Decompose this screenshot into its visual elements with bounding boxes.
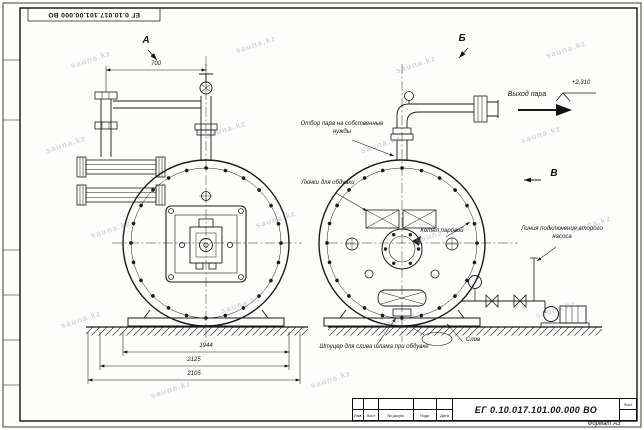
valve (513, 294, 527, 308)
blow-hatches-label: Лючки для обдувки (301, 180, 355, 186)
dimension-overall-width: 2105 (187, 371, 201, 377)
steam-piping-rear (390, 91, 499, 160)
tb-col-podp: Подп. (414, 399, 437, 420)
format-label: Формат А3 (587, 421, 621, 427)
tb-label-data: Дата (440, 412, 449, 418)
tb-sheet-cell: Лист (620, 399, 636, 420)
blow-hatch-panels (365, 209, 437, 229)
boiler-label: Котёл паровой (420, 228, 464, 234)
boiler-base-front (127, 309, 285, 327)
tb-col-izm: Изм. (353, 399, 364, 420)
valve (485, 294, 499, 308)
vent-valve (404, 91, 414, 101)
leader-lines (147, 47, 596, 347)
sludge-fitting-label: Штуцер для слива шлама при обдувке (319, 344, 429, 350)
dimension-top-width: 700 (150, 61, 161, 67)
second-pump-branch (530, 257, 538, 301)
boiler-rear-view (318, 64, 602, 346)
dimension-inner-width: 1944 (199, 343, 213, 349)
dimension-mid-width: 2125 (187, 357, 201, 363)
door-handle (199, 238, 213, 252)
elevation-mark (555, 92, 596, 102)
outlet-flange (473, 95, 488, 123)
tb-label-podp: Подп. (419, 412, 431, 418)
ground-hatch-right (328, 327, 602, 336)
item-tag-oval (421, 332, 453, 346)
drain-label: Слив (465, 337, 481, 343)
pump-base (540, 322, 590, 328)
furnace-door (165, 205, 247, 283)
pump-motor (559, 305, 587, 324)
boiler-base-rear (323, 309, 481, 327)
title-drawing-number: ЕГ 0.10.017.101.00.000 ВО (453, 399, 620, 420)
steam-outlet-label: Выход пара (507, 91, 547, 98)
boiler-front-view (76, 56, 308, 342)
own-needs-label: Отбор пара на собственные нужды (300, 121, 384, 135)
dimension-lines-front (87, 64, 301, 384)
view-label-a: А (142, 35, 150, 46)
feed-piping-and-pump (461, 257, 590, 328)
title-block: Изм. Лист № докум. Подп. Дата ЕГ 0.10.01… (352, 398, 637, 421)
steam-piping-front (94, 73, 218, 160)
tb-sheet-label: Лист (620, 399, 636, 410)
tb-col-docnum: № докум. (379, 399, 414, 420)
ground-hatch-left (86, 327, 308, 336)
sludge-fitting (392, 308, 412, 317)
bottom-manhole (377, 289, 427, 317)
view-a-arrow (147, 49, 158, 61)
pressure-gauge (468, 275, 482, 289)
side-tube-assemblies (76, 156, 166, 206)
tb-label-docnum: № докум. (387, 412, 405, 418)
feed-pump (543, 306, 559, 322)
inverted-stamp-box (27, 7, 161, 22)
second-pump-label: Линия подключения второго насоса (521, 226, 603, 240)
tb-label-izm: Изм. (353, 412, 363, 418)
view-label-v: В (550, 168, 558, 179)
tb-col-data: Дата (437, 399, 453, 420)
elevation-label: +2,310 (571, 80, 591, 86)
view-label-b: Б (458, 33, 466, 44)
inverted-stamp: ЕГ 0.10.017.101.00.000 ВО (47, 11, 141, 18)
view-b-arrow (458, 47, 469, 59)
tb-col-list: Лист (364, 399, 379, 420)
center-flange (381, 228, 423, 270)
tb-label-list: Лист (366, 412, 376, 418)
